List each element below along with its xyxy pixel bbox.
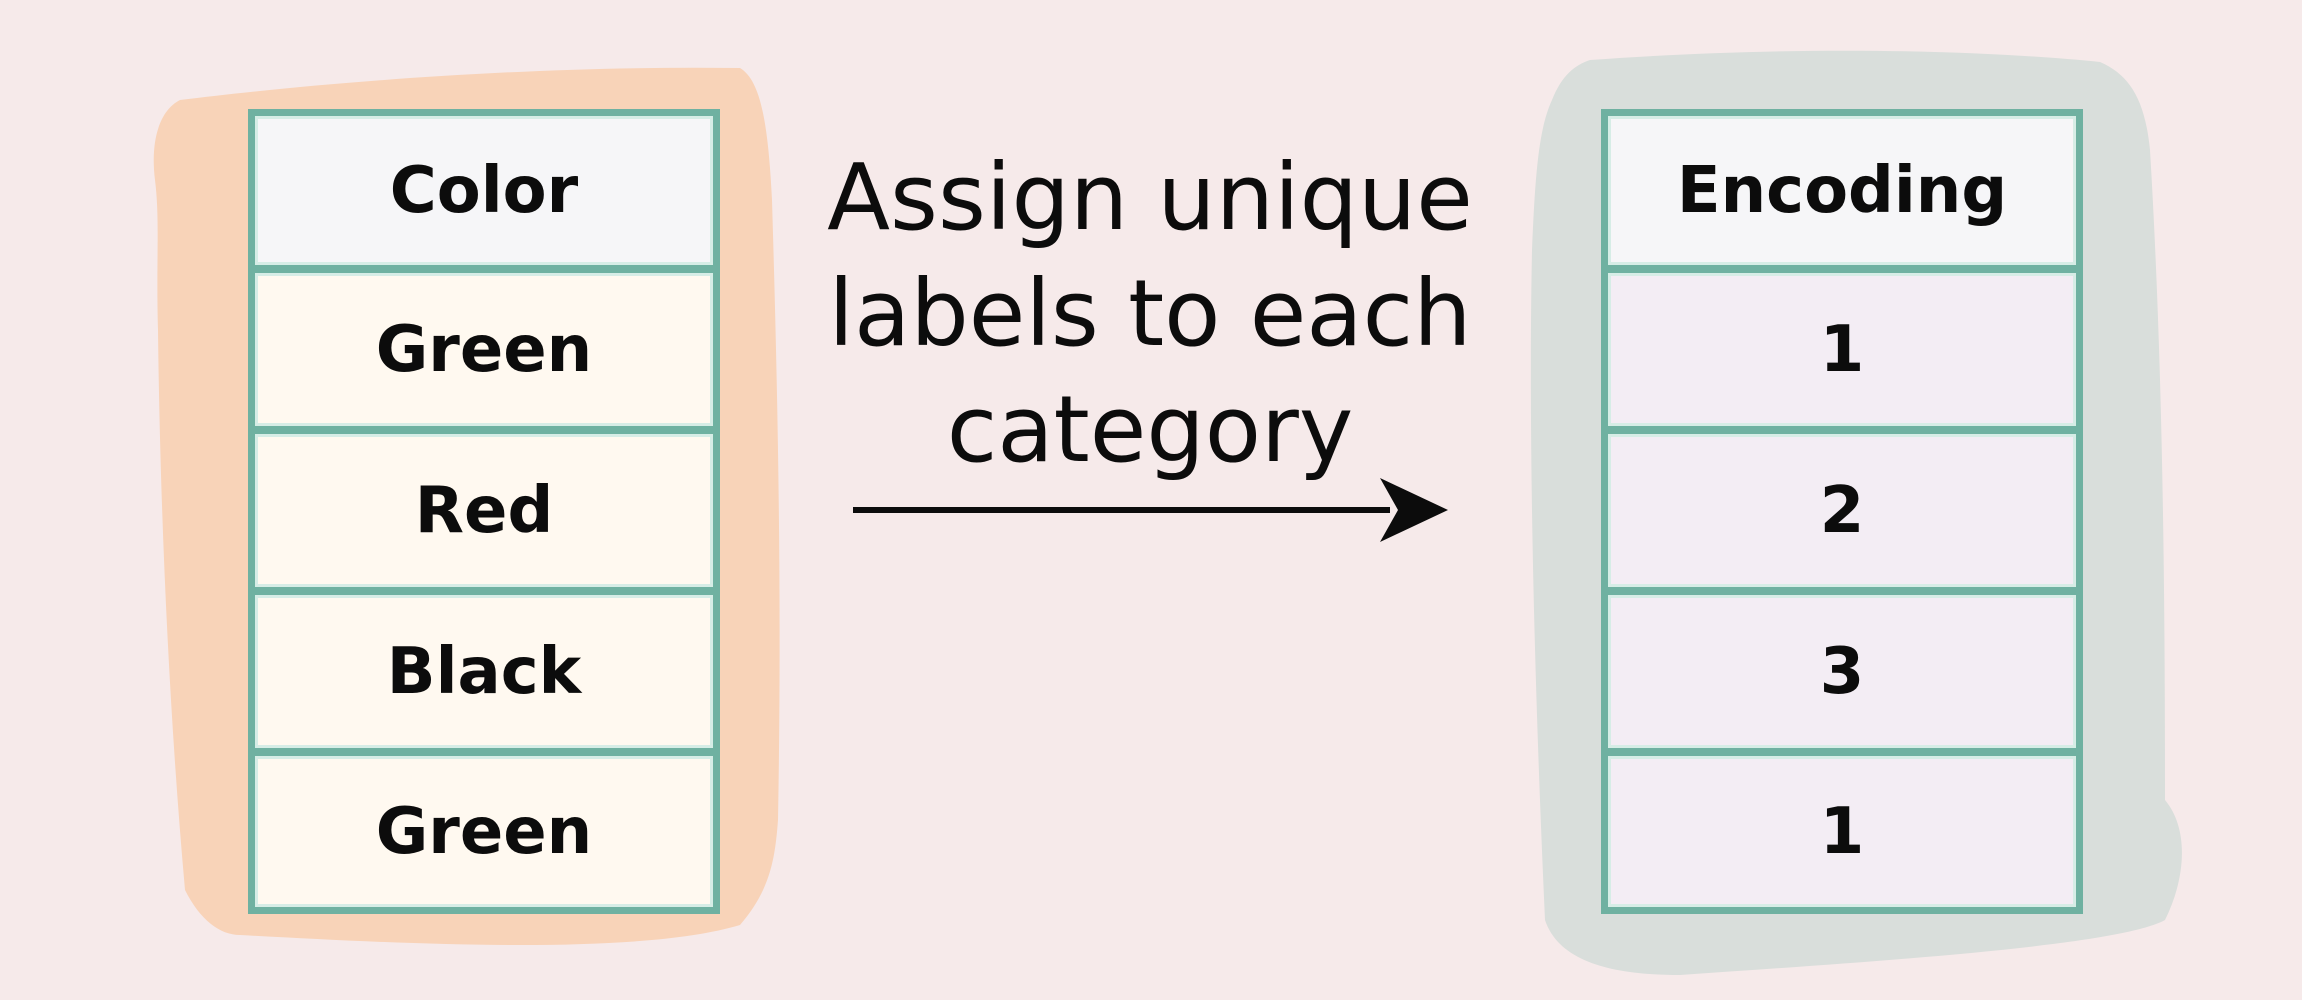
color-cell: Black — [255, 595, 713, 748]
encoding-cell: 1 — [1608, 273, 2076, 426]
encoding-cell: 2 — [1608, 434, 2076, 587]
caption-line: Assign unique — [827, 144, 1473, 251]
encoding-caption: Assign unique labels to each category — [790, 140, 1510, 488]
caption-line: category — [946, 376, 1354, 483]
color-header-cell: Color — [255, 116, 713, 265]
color-cell: Red — [255, 434, 713, 587]
caption-line: labels to each — [828, 260, 1472, 367]
encoding-table: Encoding 1 2 3 1 — [1601, 109, 2083, 914]
encoding-cell: 1 — [1608, 756, 2076, 907]
color-cell: Green — [255, 273, 713, 426]
color-table: Color Green Red Black Green — [248, 109, 720, 914]
color-cell: Green — [255, 756, 713, 907]
encoding-cell: 3 — [1608, 595, 2076, 748]
encoding-header-cell: Encoding — [1608, 116, 2076, 265]
right-arrow-icon — [853, 478, 1448, 542]
